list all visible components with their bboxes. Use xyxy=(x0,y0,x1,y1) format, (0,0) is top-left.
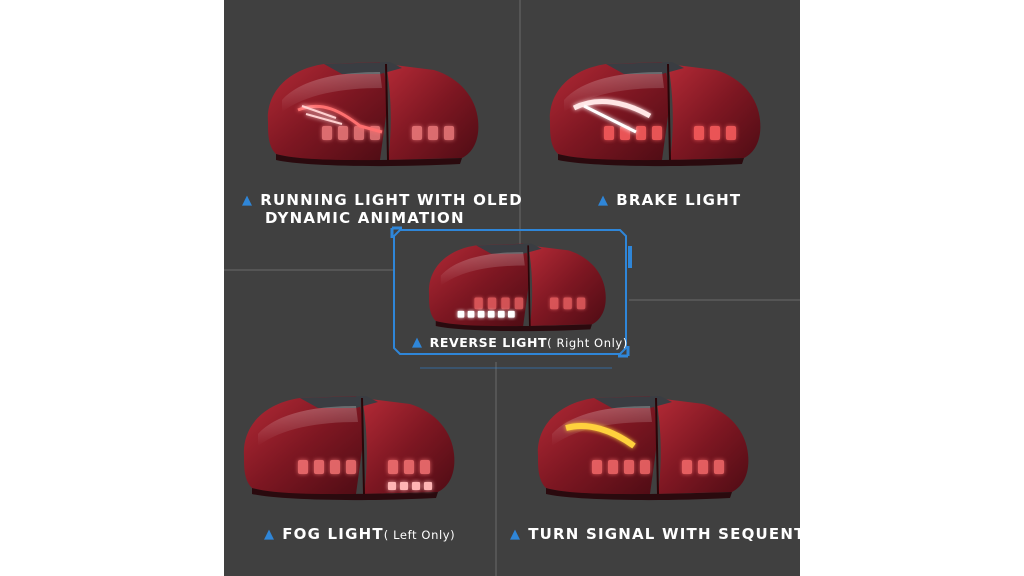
lamp-brake xyxy=(548,61,762,168)
caption-running-line2: DYNAMIC ANIMATION xyxy=(265,209,465,227)
lamp-reverse xyxy=(428,242,607,332)
caption-running-light: ▲ RUNNING LIGHT WITH OLED DYNAMIC ANIMATI… xyxy=(242,193,523,226)
caption-fog-light: ▲ FOG LIGHT( Left Only) xyxy=(264,527,455,542)
caption-turn-text: TURN SIGNAL WITH SEQUENTIAL xyxy=(528,525,800,543)
reverse-frame xyxy=(390,226,632,369)
collage-graphics xyxy=(224,0,800,576)
chevron-up-icon: ▲ xyxy=(412,335,423,350)
chevron-up-icon: ▲ xyxy=(598,193,610,208)
caption-brake-light: ▲ BRAKE LIGHT xyxy=(598,193,741,208)
caption-turn-signal: ▲ TURN SIGNAL WITH SEQUENTIAL xyxy=(510,527,800,542)
caption-running-line1: RUNNING LIGHT WITH OLED xyxy=(260,191,523,209)
caption-reverse-text: REVERSE LIGHT xyxy=(429,335,548,350)
product-collage: ▲ RUNNING LIGHT WITH OLED DYNAMIC ANIMATI… xyxy=(224,0,800,576)
lamp-running xyxy=(266,61,480,168)
chevron-up-icon: ▲ xyxy=(242,193,254,208)
caption-reverse-light: ▲ REVERSE LIGHT( Right Only) xyxy=(412,336,628,350)
caption-fog-text: FOG LIGHT xyxy=(282,525,384,543)
caption-reverse-note: ( Right Only) xyxy=(547,336,628,350)
lamp-turn xyxy=(536,395,750,502)
caption-brake-text: BRAKE LIGHT xyxy=(616,191,742,209)
chevron-up-icon: ▲ xyxy=(264,527,276,542)
caption-fog-note: ( Left Only) xyxy=(383,528,456,542)
lamp-fog xyxy=(242,395,456,502)
chevron-up-icon: ▲ xyxy=(510,527,522,542)
